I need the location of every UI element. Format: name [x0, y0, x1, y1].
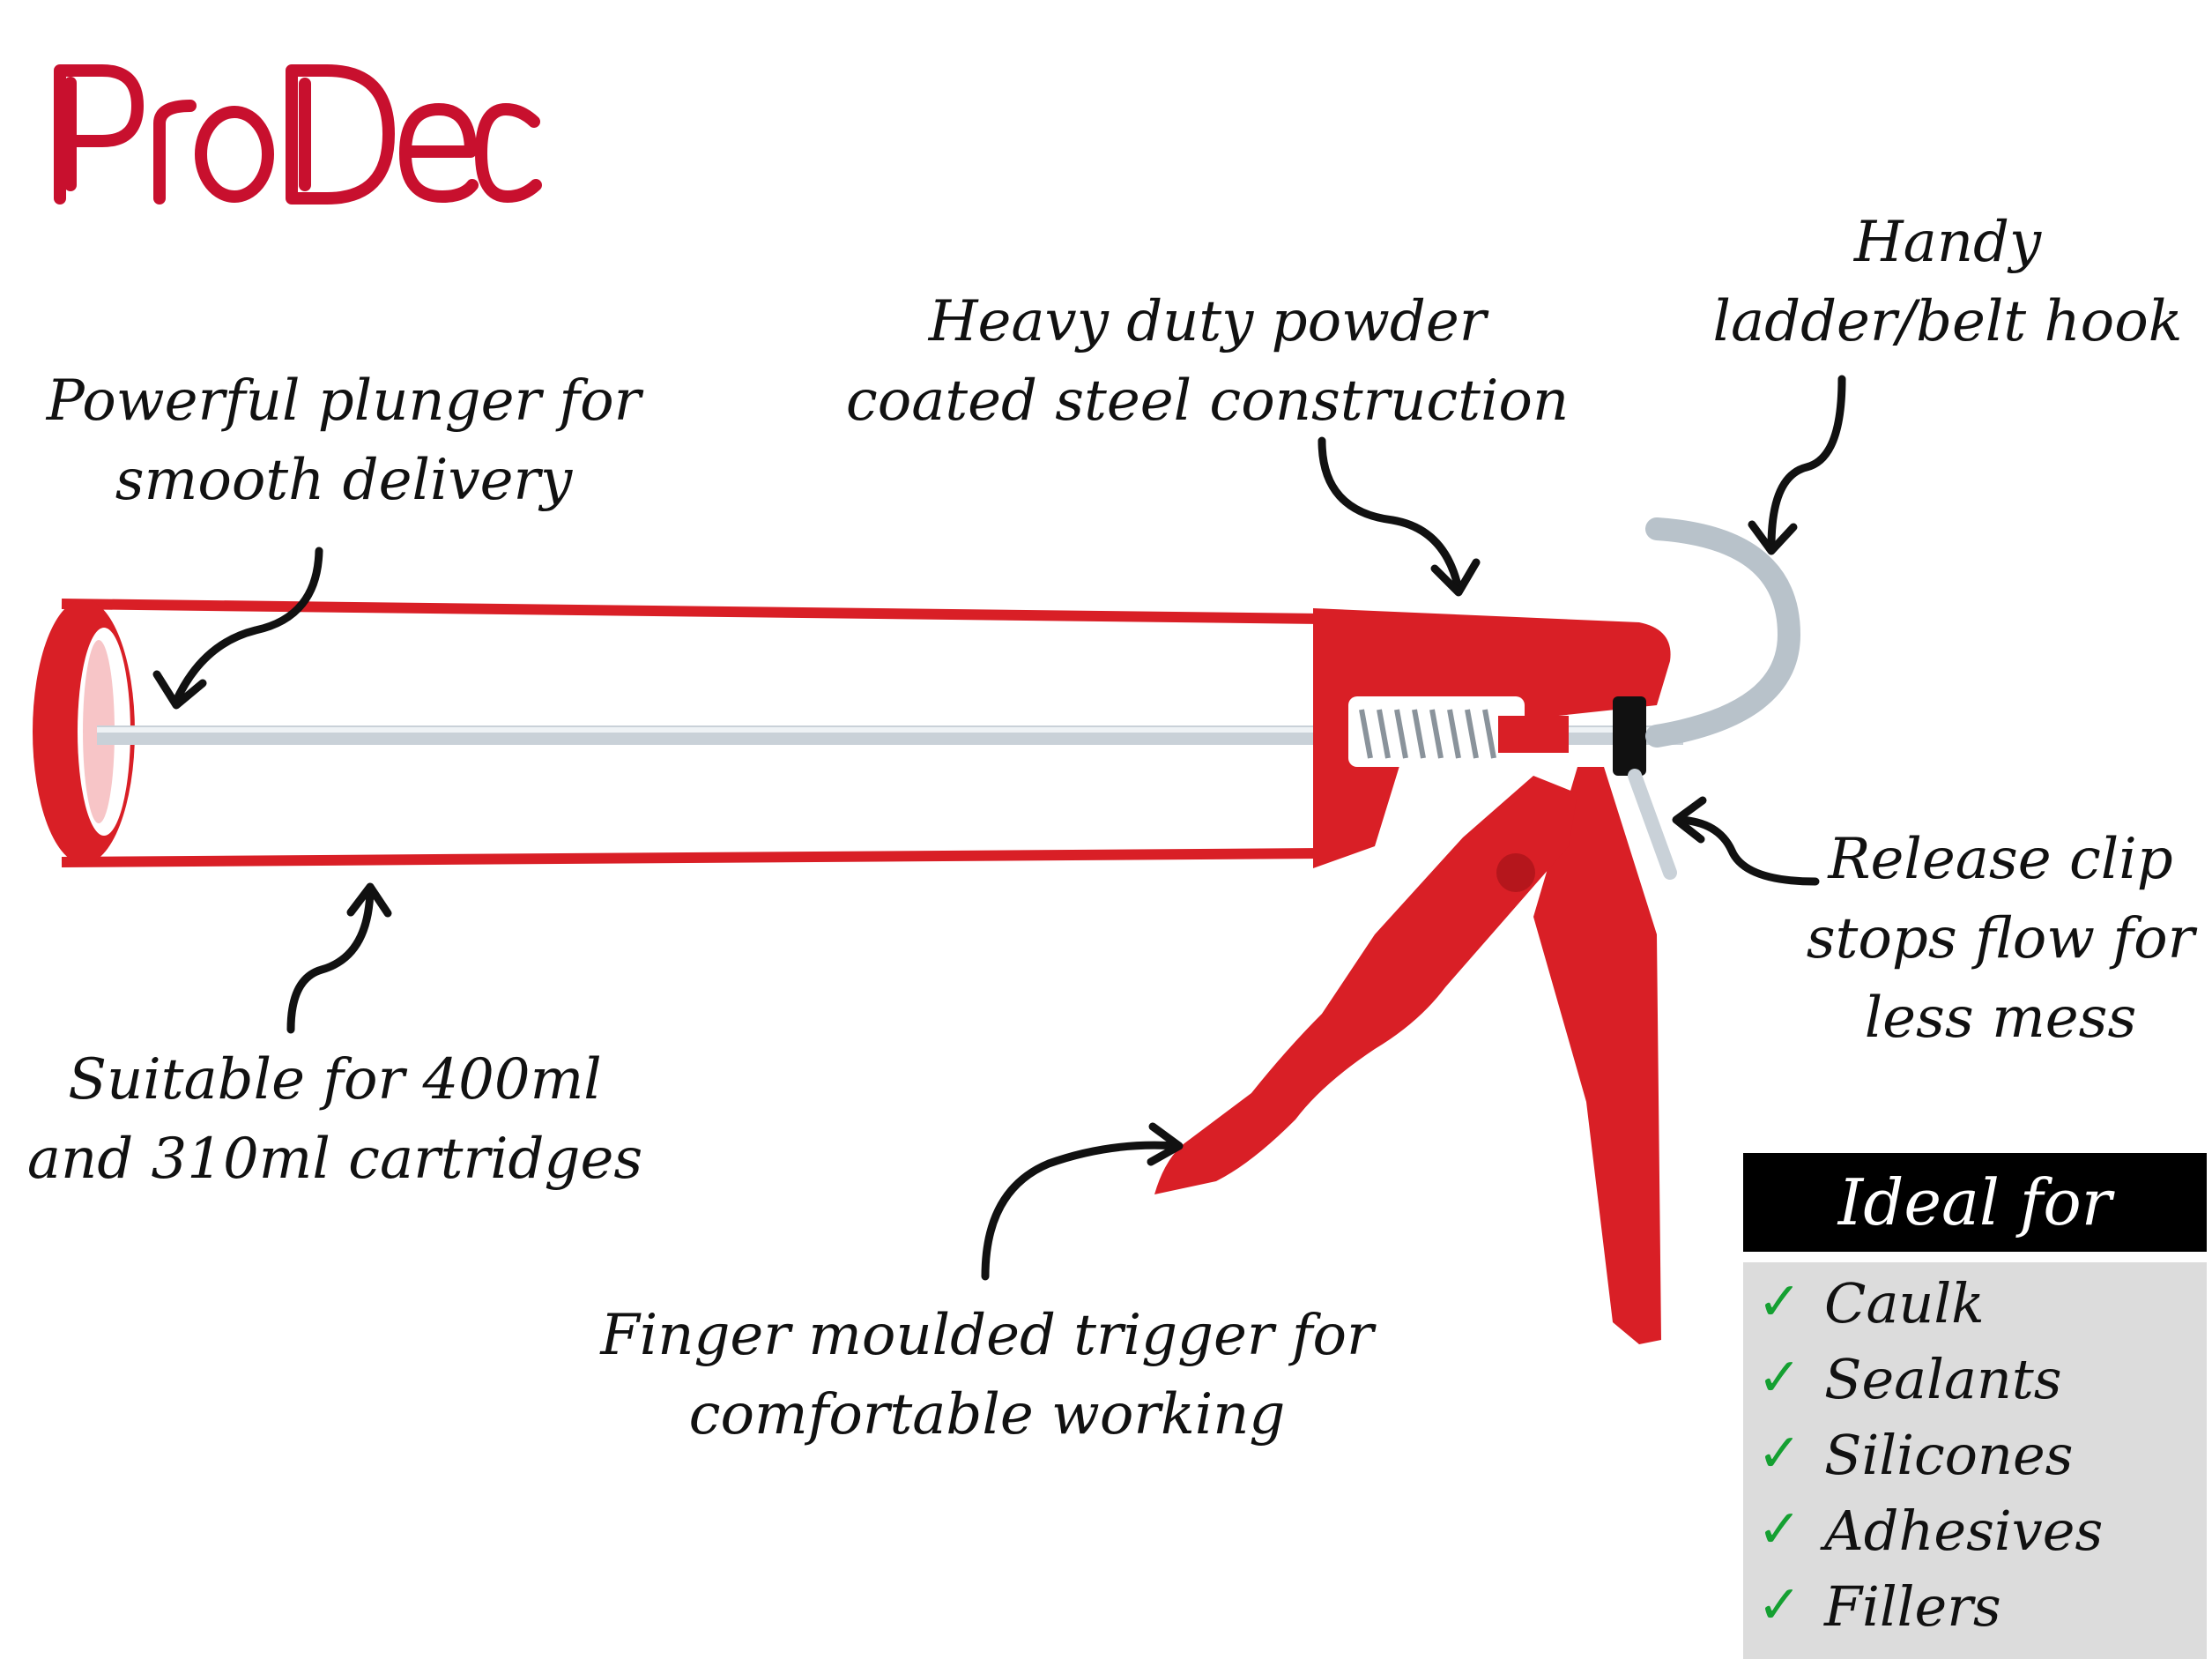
checkmark-icon: ✓ — [1757, 1347, 1802, 1409]
callout-plunger: Powerful plunger for smooth delivery — [35, 361, 652, 520]
checkmark-icon: ✓ — [1757, 1574, 1802, 1636]
arrow-hook — [1767, 375, 1846, 551]
callout-hook-line2: ladder/belt hook — [1712, 289, 2183, 354]
frame-top-rail — [61, 599, 1323, 624]
spring — [1359, 709, 1496, 759]
ideal-for-item: ✓ Fillers — [1743, 1571, 2207, 1647]
callout-steel-line2: coated steel construction — [845, 368, 1570, 434]
ideal-for-item-label: Sealants — [1824, 1347, 2062, 1411]
arrow-plunger — [172, 547, 323, 705]
callout-hook-line1: Handy — [1853, 210, 2042, 275]
arrow-release — [1674, 815, 1820, 886]
callout-trigger-line2: comfortable working — [688, 1382, 1286, 1447]
callout-plunger-line2: smooth delivery — [115, 448, 573, 513]
callout-steel: Heavy duty powder coated steel construct… — [820, 282, 1595, 441]
callout-hook: Handy ladder/belt hook — [1692, 203, 2203, 361]
ideal-for-item: ✓ Sealants — [1743, 1343, 2207, 1419]
frame-bottom-rail — [61, 848, 1323, 867]
ideal-for-item-label: Caulk — [1824, 1271, 1985, 1335]
callout-plunger-line1: Powerful plunger for — [46, 368, 642, 434]
ideal-for-heading: Ideal for — [1743, 1153, 2207, 1252]
arrow-trigger — [981, 1141, 1181, 1281]
callout-cartridges: Suitable for 400ml and 310ml cartridges — [18, 1040, 652, 1199]
prodec-logo — [54, 64, 542, 205]
ideal-for-item-label: Silicones — [1824, 1423, 2074, 1487]
handle — [1533, 767, 1661, 1344]
trigger — [1154, 776, 1577, 1194]
gun-body — [1313, 608, 1671, 868]
ideal-for-item-label: Adhesives — [1824, 1499, 2104, 1563]
release-clip — [1613, 696, 1646, 776]
callout-cartridges-line2: and 310ml cartridges — [26, 1127, 643, 1192]
arrow-cartridges — [286, 886, 375, 1034]
checkmark-icon: ✓ — [1757, 1271, 1802, 1333]
arrow-steel — [1318, 436, 1463, 593]
checkmark-icon: ✓ — [1757, 1499, 1802, 1560]
checkmark-icon: ✓ — [1757, 1423, 1802, 1484]
belt-hook — [1645, 517, 1801, 748]
callout-trigger: Finger moulded trigger for comfortable w… — [582, 1296, 1392, 1454]
callout-trigger-line1: Finger moulded trigger for — [600, 1303, 1374, 1368]
callout-release-line2: stops flow for — [1806, 906, 2195, 971]
callout-release-line3: less mess — [1864, 986, 2137, 1051]
callout-release-line1: Release clip — [1828, 827, 2173, 892]
ideal-for-list: ✓ Caulk ✓ Sealants ✓ Silicones ✓ Adhesiv… — [1743, 1262, 2207, 1659]
ideal-for-item: ✓ Silicones — [1743, 1419, 2207, 1495]
ideal-for-item: ✓ Caulk — [1743, 1268, 2207, 1343]
ideal-for-item: ✓ Adhesives — [1743, 1495, 2207, 1571]
callout-steel-line1: Heavy duty powder — [928, 289, 1487, 354]
ideal-for-item-label: Fillers — [1824, 1574, 2001, 1639]
callout-release: Release clip stops flow for less mess — [1780, 820, 2212, 1058]
callout-cartridges-line1: Suitable for 400ml — [68, 1047, 602, 1112]
